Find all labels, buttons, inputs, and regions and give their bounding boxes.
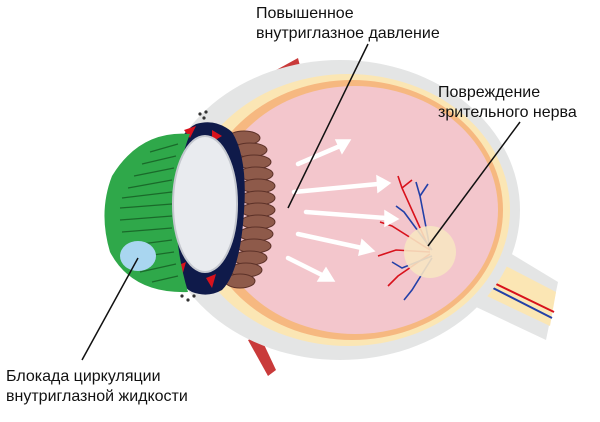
aqueous-blockade [120, 241, 156, 271]
label-blockade-line2: внутриглазной жидкости [6, 387, 188, 407]
nerve-damage-zone [404, 226, 456, 278]
label-circulation-blockade: Блокада циркуляции внутриглазной жидкост… [6, 367, 188, 407]
label-pressure-line2: внутриглазное давление [256, 24, 440, 44]
label-blockade-line1: Блокада циркуляции [6, 367, 188, 387]
label-nerve-line2: зрительного нерва [438, 103, 577, 123]
label-increased-pressure: Повышенное внутриглазное давление [256, 4, 440, 44]
leader-blockade [82, 258, 138, 360]
label-pressure-line1: Повышенное [256, 4, 440, 24]
label-nerve-line1: Повреждение [438, 83, 577, 103]
label-optic-nerve-damage: Повреждение зрительного нерва [438, 83, 577, 123]
lens [173, 136, 237, 272]
